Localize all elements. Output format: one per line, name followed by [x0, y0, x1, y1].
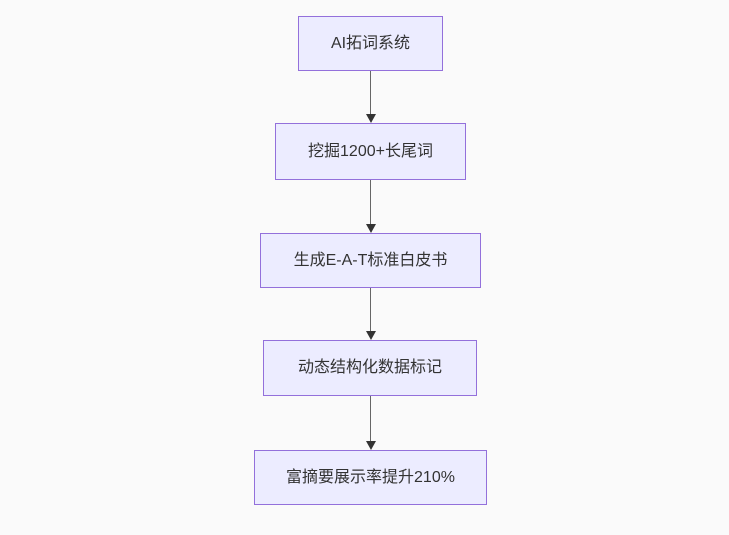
- node-mine-longtail-keywords: 挖掘1200+长尾词: [275, 123, 466, 180]
- flowchart-arrow-3: [364, 288, 377, 340]
- flowchart-arrow-1: [364, 71, 377, 123]
- node-label: 挖掘1200+长尾词: [308, 142, 433, 160]
- node-dynamic-structured-data-markup: 动态结构化数据标记: [263, 340, 477, 396]
- arrowhead-down-icon: [365, 114, 376, 123]
- arrowhead-down-icon: [365, 331, 376, 340]
- node-generate-eat-whitepaper: 生成E-A-T标准白皮书: [260, 233, 481, 288]
- flowchart-arrow-4: [364, 396, 377, 450]
- arrow-line: [369, 288, 372, 331]
- node-label: 生成E-A-T标准白皮书: [293, 251, 448, 269]
- arrow-line: [369, 396, 372, 441]
- node-ai-word-expansion-system: AI拓词系统: [298, 16, 443, 71]
- node-rich-snippet-rate-increase: 富摘要展示率提升210%: [254, 450, 487, 505]
- flowchart-arrow-2: [364, 180, 377, 233]
- arrowhead-down-icon: [365, 441, 376, 450]
- arrow-line: [369, 180, 372, 224]
- arrow-line: [369, 71, 372, 114]
- node-label: 动态结构化数据标记: [297, 359, 442, 376]
- arrowhead-down-icon: [365, 224, 376, 233]
- node-label: AI拓词系统: [330, 34, 411, 52]
- node-label: 富摘要展示率提升210%: [286, 468, 455, 486]
